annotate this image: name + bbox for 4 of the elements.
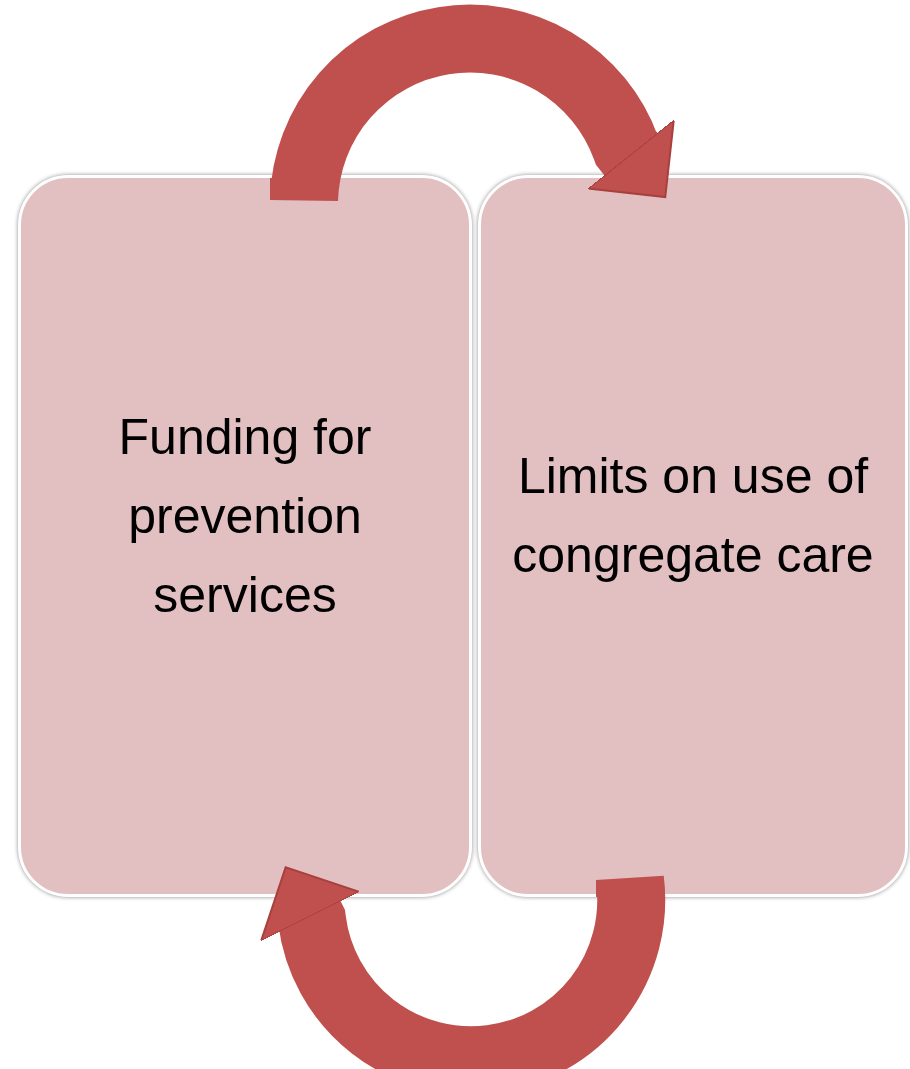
box-label: Limits on use of congregate care bbox=[511, 447, 875, 585]
process-box bbox=[18, 175, 472, 897]
process-box bbox=[478, 175, 908, 897]
box-label: Funding for prevention services bbox=[117, 407, 373, 625]
